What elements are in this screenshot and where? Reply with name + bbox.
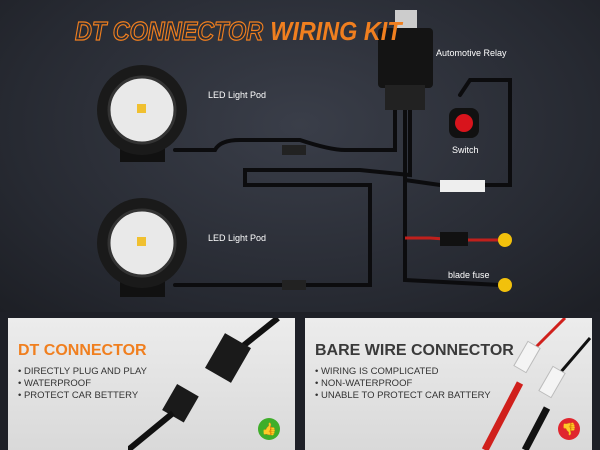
switch-label: Switch [452, 145, 479, 155]
bullet: NON-WATERPROOF [315, 378, 491, 390]
title-part-1: DT CONNECTOR [74, 15, 264, 46]
bare-wire-image [481, 318, 592, 450]
dt-connector-1 [282, 145, 306, 155]
dt-bullets: DIRECTLY PLUG AND PLAY WATERPROOF PROTEC… [18, 366, 147, 402]
bullet: WIRING IS COMPLICATED [315, 366, 491, 378]
ring-terminal-black [498, 278, 512, 292]
fuse-label: blade fuse [448, 270, 490, 280]
plug-connector [440, 180, 485, 192]
dt-connector-image [128, 318, 280, 450]
thumbs-down-icon: 👎 [558, 418, 580, 440]
pod2-label: LED Light Pod [208, 233, 267, 243]
bullet: WATERPROOF [18, 378, 147, 390]
led-pod-2 [97, 198, 187, 297]
dt-connector-2 [282, 280, 306, 290]
bullet: UNABLE TO PROTECT CAR BATTERY [315, 390, 491, 402]
wiring-diagram-area [0, 0, 600, 312]
fuse-holder [440, 232, 468, 246]
pod1-label: LED Light Pod [208, 90, 267, 100]
wiring-diagram [97, 10, 512, 297]
bare-wire-panel: BARE WIRE CONNECTOR WIRING IS COMPLICATE… [305, 318, 592, 450]
led-pod-1 [97, 65, 187, 162]
wires [173, 28, 512, 287]
thumbs-up-icon: 👍 [258, 418, 280, 440]
relay [378, 10, 433, 110]
bare-heading: BARE WIRE CONNECTOR [315, 342, 514, 359]
ring-terminal-red [498, 233, 512, 247]
relay-label: Automotive Relay [436, 48, 507, 58]
title-part-2: WIRING KIT [270, 16, 402, 46]
dt-connector-panel: DT CONNECTOR DIRECTLY PLUG AND PLAY WATE… [8, 318, 295, 450]
bullet: PROTECT CAR BETTERY [18, 390, 147, 402]
bullet: DIRECTLY PLUG AND PLAY [18, 366, 147, 378]
rocker-switch [449, 108, 479, 138]
dt-heading: DT CONNECTOR [18, 342, 147, 359]
bare-bullets: WIRING IS COMPLICATED NON-WATERPROOF UNA… [315, 366, 491, 402]
